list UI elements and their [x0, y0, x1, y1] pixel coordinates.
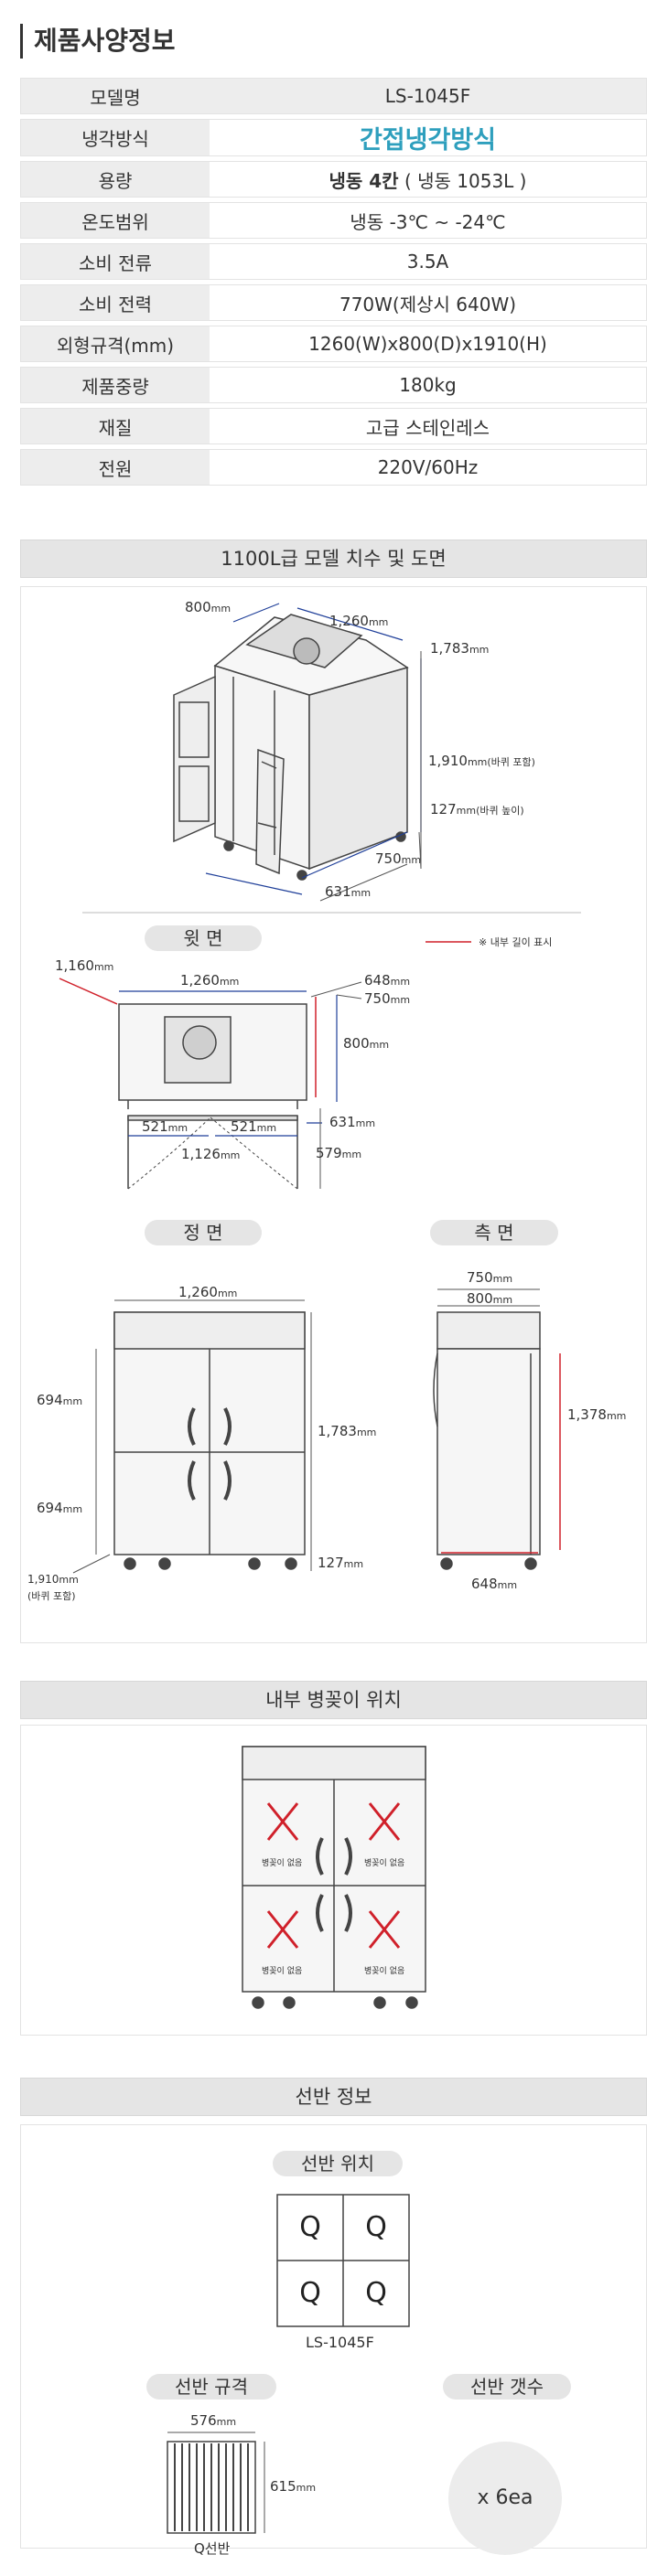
front-width-label: 1,260mm [178, 1284, 238, 1300]
spec-label: 냉각방식 [20, 119, 210, 156]
front-height-label: 1,783mm [318, 1423, 377, 1439]
bottle-cell-label: 병꽂이 없음 [364, 1859, 405, 1868]
top-door-span-label: 1,126mm [181, 1146, 241, 1162]
front-door-lower-label: 694mm [37, 1500, 83, 1516]
bottle-cell-label: 병꽂이 없음 [262, 1967, 303, 1976]
front-wheel-label: 127mm [318, 1555, 364, 1571]
spec-value: 220V/60Hz [210, 449, 647, 486]
legend-text: ※ 내부 길이 표시 [479, 936, 553, 948]
spec-label: 외형규격(mm) [20, 326, 210, 362]
iso-width-label: 1,260mm [329, 613, 389, 629]
top-631-label: 631mm [329, 1114, 376, 1130]
shelf-depth-label: 615mm [270, 2478, 317, 2495]
spec-value: 770W(제상시 640W) [210, 284, 647, 321]
top-579-label: 579mm [316, 1145, 362, 1161]
side-height-label: 1,378mm [567, 1406, 627, 1423]
shelf-grid-cell: Q [365, 2211, 387, 2243]
spec-label: 모델명 [20, 78, 210, 114]
top-door-left-label: 521mm [142, 1118, 189, 1135]
page-title: 제품사양정보 [20, 24, 176, 59]
spec-row: 용량 냉동 4칸 ( 냉동 1053L ) [20, 161, 647, 198]
spec-label: 온도범위 [20, 202, 210, 239]
front-view-title: 정 면 [145, 1220, 262, 1245]
front-total-label: 1,910mm [27, 1573, 79, 1586]
top-width-label: 1,260mm [180, 972, 240, 989]
spec-label: 제품중량 [20, 367, 210, 403]
spec-value: 냉동 -3℃ ~ -24℃ [210, 202, 647, 239]
top-800-label: 800mm [343, 1035, 390, 1052]
side-bottom-label: 648mm [471, 1576, 518, 1592]
bottle-section-title: 내부 병꽂이 위치 [20, 1681, 647, 1719]
spec-value: 1260(W)x800(D)x1910(H) [210, 326, 647, 362]
front-total-note: (바퀴 포함) [27, 1590, 76, 1602]
spec-value: LS-1045F [210, 78, 647, 114]
capacity-value: ( 냉동 1053L ) [398, 169, 527, 192]
spec-row: 외형규격(mm)1260(W)x800(D)x1910(H) [20, 326, 647, 362]
iso-wheel-label: 127mm(바퀴 높이) [430, 801, 524, 818]
iso-height-total-label: 1,910mm(바퀴 포함) [428, 753, 535, 769]
shelf-spec-title: 선반 규격 [146, 2374, 276, 2400]
spec-label: 재질 [20, 408, 210, 444]
divider [82, 912, 581, 914]
iso-body-depth-label: 631mm [325, 883, 372, 900]
top-view-title: 윗 면 [145, 925, 262, 951]
shelf-count-title: 선반 갯수 [443, 2374, 571, 2400]
shelf-name-label: Q선반 [194, 2540, 231, 2557]
shelf-count-value: x 6ea [448, 2442, 562, 2555]
dimensions-section-title: 1100L급 모델 치수 및 도면 [20, 540, 647, 578]
side-inner-label: 750mm [467, 1269, 513, 1286]
spec-value: 3.5A [210, 243, 647, 280]
front-door-upper-label: 694mm [37, 1392, 83, 1408]
iso-height-body-label: 1,783mm [430, 640, 490, 657]
isometric-fridge-drawing [173, 603, 422, 902]
shelf-width-label: 576mm [190, 2412, 237, 2429]
shelf-model-label: LS-1045F [306, 2334, 374, 2351]
iso-inner-depth-label: 750mm [375, 850, 422, 867]
iso-depth-label: 800mm [185, 599, 232, 615]
spec-label: 소비 전력 [20, 284, 210, 321]
shelf-grid-cell: Q [365, 2277, 387, 2309]
spec-label: 전원 [20, 449, 210, 486]
shelf-section-title: 선반 정보 [20, 2078, 647, 2116]
spec-row: 냉각방식 간접냉각방식 [20, 119, 647, 156]
side-view-title: 측 면 [430, 1220, 558, 1245]
bottle-cell-label: 병꽂이 없음 [364, 1967, 405, 1976]
spec-value: 고급 스테인레스 [210, 408, 647, 444]
shelf-grid-cell: Q [299, 2277, 321, 2309]
spec-label: 용량 [20, 161, 210, 198]
top-door-right-label: 521mm [231, 1118, 277, 1135]
cooling-method-value: 간접냉각방식 [359, 126, 497, 155]
bottle-cell-label: 병꽂이 없음 [262, 1859, 303, 1868]
capacity-bold: 냉동 4칸 [329, 169, 399, 192]
top-648-label: 648mm [364, 972, 411, 989]
shelf-grid-cell: Q [299, 2211, 321, 2243]
spec-value: 180kg [210, 367, 647, 403]
top-left-open-label: 1,160mm [55, 957, 114, 974]
side-outer-label: 800mm [467, 1290, 513, 1307]
shelf-position-title: 선반 위치 [273, 2151, 403, 2176]
spec-label: 소비 전류 [20, 243, 210, 280]
top-750-label: 750mm [364, 990, 411, 1007]
